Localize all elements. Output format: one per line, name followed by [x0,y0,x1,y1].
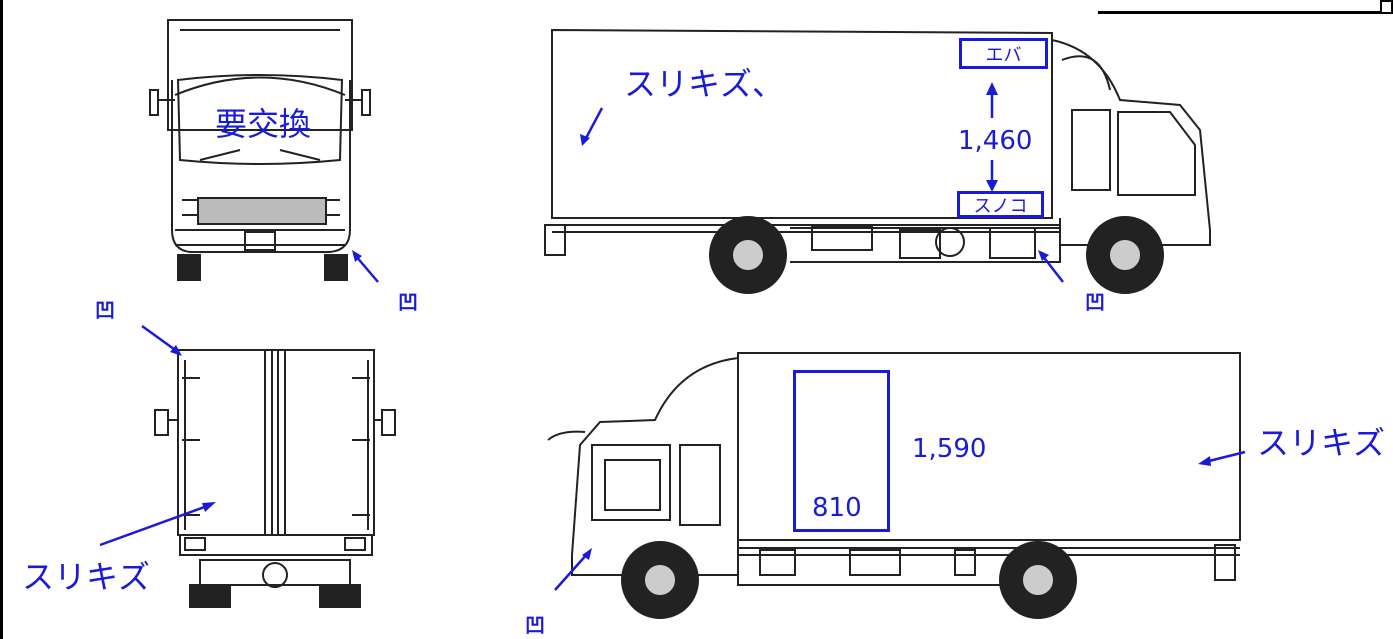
arrowhead-right-scratch [1198,456,1211,466]
rear-view-truck [154,349,396,608]
arrowhead-front-dent [352,250,362,262]
duckboard-box: スノコ [957,191,1044,218]
side-view-right-truck [547,352,1241,619]
arrowhead-height-down [986,180,998,192]
arrow-right-scratch [1204,450,1246,464]
evaporator-box: エバ [959,38,1048,69]
arrowhead-height-up [986,82,998,95]
right-scratch-label: スリキズ [1257,424,1386,462]
bottom-dent-label: 凹 [525,613,545,637]
rear-dent-label: 凹 [95,298,115,322]
arrow-front-dent [354,254,379,283]
arrow-rear-scratch [99,503,211,547]
arrow-rear-dent [141,324,179,354]
replace-label: 要交換 [215,105,312,143]
width-810-label: 810 [812,493,862,523]
side-dent-label: 凹 [1085,290,1105,314]
evaporator-label: エバ [985,44,1022,66]
height-1590-label: 1,590 [912,434,987,464]
page-frame-left [0,0,3,639]
front-view-truck [149,19,371,281]
rear-scratch-label: スリキズ [22,558,151,596]
arrowhead-side-scratch [580,134,590,146]
door-dimension-box [793,370,890,532]
arrow-bottom-dent [554,552,589,591]
front-dent-label: 凹 [398,290,418,314]
page-frame-corner [1380,0,1393,14]
arrowhead-rear-dent [170,345,182,356]
page-frame-top [1098,0,1393,14]
side-scratch-label: スリキズ、 [624,65,785,103]
arrow-side-dent [1041,254,1064,283]
duckboard-label: スノコ [973,195,1028,217]
arrowhead-rear-scratch [202,502,216,512]
height-1460-label: 1,460 [958,126,1033,156]
arrow-side-scratch [583,107,604,141]
arrowhead-side-dent [1038,250,1049,261]
arrowhead-bottom-dent [582,548,592,560]
side-view-left-truck [544,28,1211,294]
